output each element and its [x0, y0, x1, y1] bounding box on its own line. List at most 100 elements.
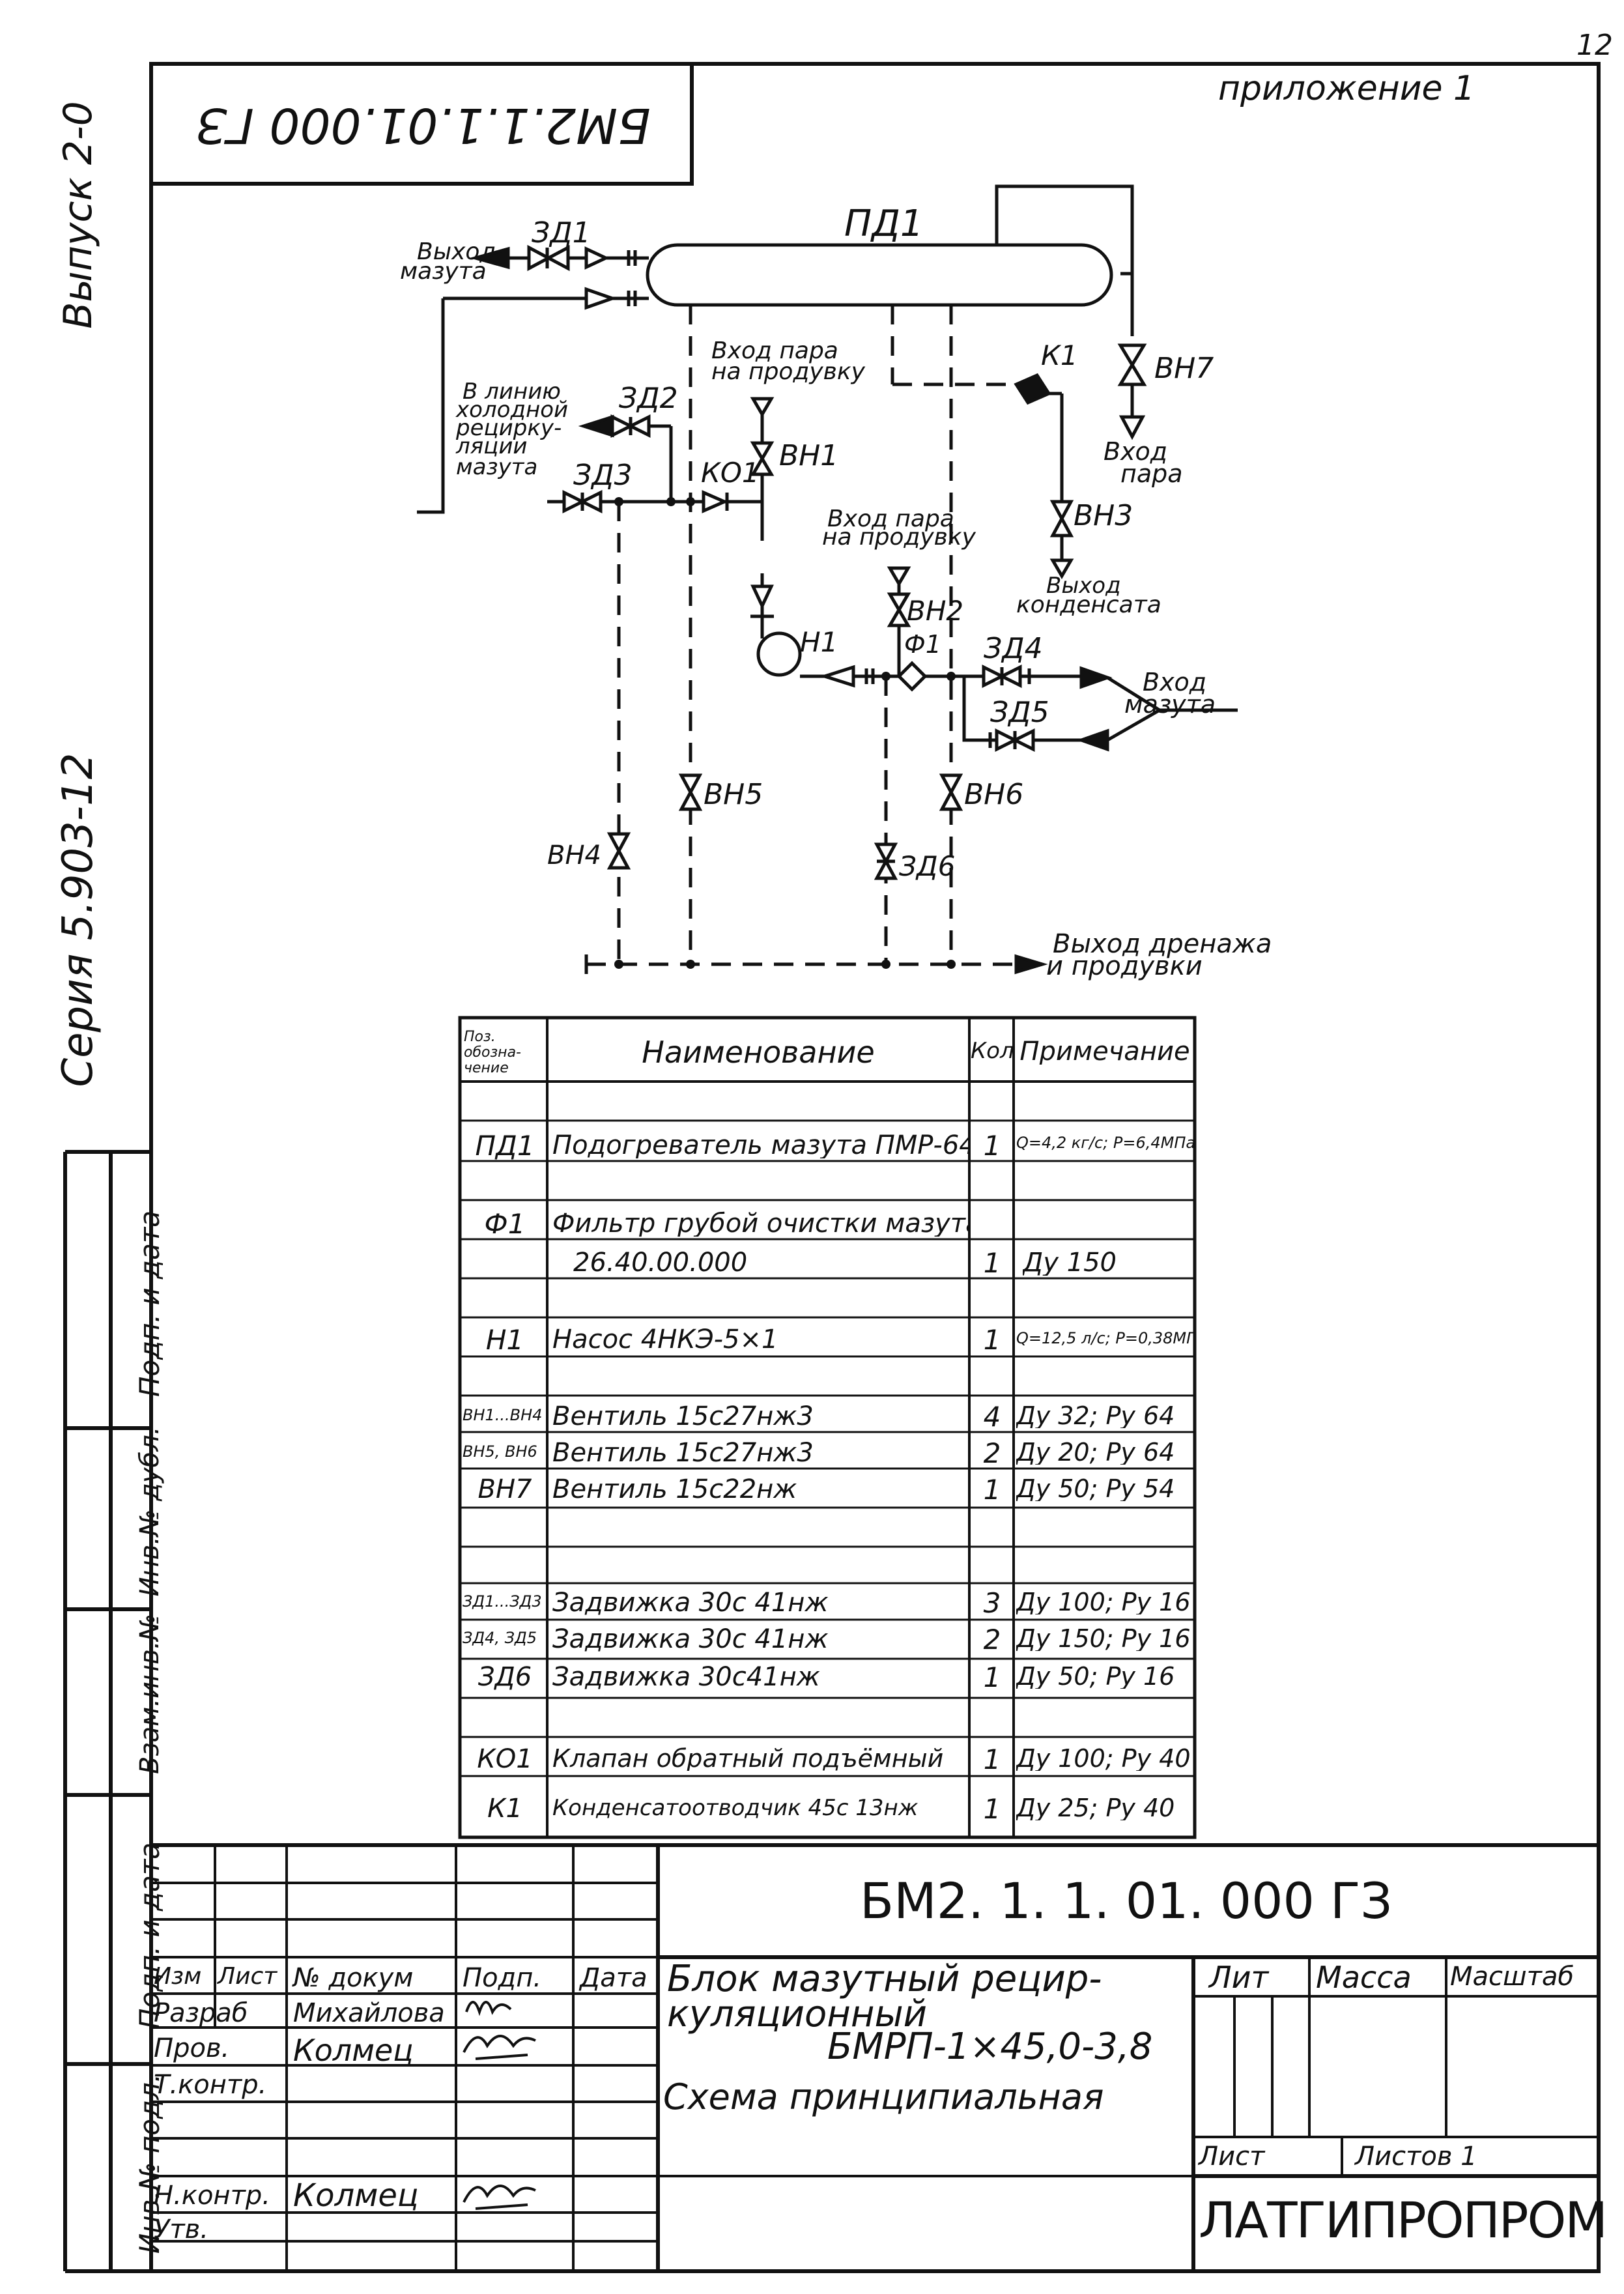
spec-row-vn14-qty: 4: [983, 1403, 1001, 1431]
tb-organization: ЛАТГИПРОПРОМ: [1199, 2191, 1608, 2249]
label-steam-purge-2b: на продувку: [822, 524, 976, 551]
label-mazut-in-2: мазута: [1124, 690, 1216, 719]
label-vn3: ВН3: [1074, 499, 1133, 532]
label-vn7: ВН7: [1154, 352, 1214, 385]
tb-head-podp: Подп.: [463, 1963, 542, 1993]
spec-row-k1-note: Ду 25; Ру 40: [1016, 1796, 1175, 1820]
spec-row-vn7-pos: ВН7: [477, 1476, 532, 1502]
label-zd4: ЗД4: [984, 632, 1043, 665]
label-mazut-in-1: Вход: [1143, 668, 1206, 696]
spec-row-zd13-qty: 3: [983, 1590, 1001, 1617]
label-cond-out-2: конденсата: [1016, 592, 1161, 618]
tb-massa: Масса: [1316, 1960, 1412, 1995]
spec-row-f1-pos: Ф1: [484, 1211, 526, 1238]
tb-name-line4: Схема принципиальная: [663, 2076, 1104, 2117]
tb-role-utv: Утв.: [154, 2215, 208, 2244]
spec-row-vn56-name: Вентиль 15с27нж3: [552, 1440, 814, 1466]
tb-head-list: Лист: [218, 1963, 278, 1990]
tb-name-line2: куляционный: [667, 1993, 928, 2035]
tb-head-doc: № докум: [293, 1963, 414, 1993]
spec-row-pd1-pos: ПД1: [475, 1132, 535, 1160]
label-drain-2: и продувки: [1046, 951, 1203, 981]
spec-row-vn14-note: Ду 32; Ру 64: [1016, 1403, 1175, 1428]
spec-row-n1-note: Q=12,5 л/с; Р=0,38МПа: [1016, 1330, 1193, 1346]
spec-row-vn56-pos: ВН5, ВН6: [463, 1444, 537, 1459]
tb-masshtab: Масштаб: [1450, 1962, 1574, 1992]
spec-row-f1b-name: 26.40.00.000: [573, 1250, 748, 1276]
spec-row-zd13-note: Ду 100; Ру 16: [1016, 1590, 1191, 1614]
tb-lit: Лит: [1209, 1960, 1269, 1995]
spec-row-zd13-name: Задвижка 30с 41нж: [552, 1590, 829, 1616]
spec-row-k1-qty: 1: [983, 1796, 1001, 1823]
spec-row-vn56-qty: 2: [983, 1440, 1001, 1467]
spec-row-pd1-qty: 1: [983, 1132, 1001, 1160]
spec-row-zd45-name: Задвижка 30с 41нж: [552, 1626, 829, 1652]
spec-row-zd6-name: Задвижка 30с41нж: [552, 1664, 820, 1690]
spec-header-pos: Поз. обозна- чение: [464, 1029, 521, 1077]
pump-symbol: [756, 631, 802, 677]
label-recirc-5: мазута: [456, 454, 537, 480]
label-steam-purge-1a: Вход пара: [711, 337, 838, 364]
spec-row-ko1-pos: КО1: [477, 1746, 533, 1772]
tb-role-prov: Пров.: [154, 2033, 230, 2063]
spec-row-ko1-qty: 1: [983, 1746, 1001, 1773]
label-steam-in-1: Вход: [1104, 437, 1167, 466]
tb-name-razrab: Михайлова: [293, 1998, 445, 2028]
spec-row-vn14-name: Вентиль 15с27нж3: [552, 1403, 814, 1429]
spec-row-ko1-note: Ду 100; Ру 40: [1016, 1746, 1191, 1771]
label-vn6: ВН6: [964, 778, 1023, 811]
tb-name-line1: Блок мазутный рецир-: [667, 1958, 1102, 2000]
tb-head-date: Дата: [580, 1963, 648, 1993]
label-steam-in-2: пара: [1120, 459, 1183, 488]
label-vn1: ВН1: [779, 439, 838, 472]
spec-row-zd13-pos: ЗД1...ЗД3: [463, 1594, 542, 1609]
label-steam-purge-1b: на продувку: [711, 358, 866, 385]
label-n1: Н1: [800, 626, 838, 658]
heater-vessel: [646, 243, 1113, 307]
outer-frame: [149, 62, 1601, 2273]
spec-row-zd45-qty: 2: [983, 1626, 1001, 1654]
spec-row-f1b-note: Ду 150: [1023, 1250, 1117, 1276]
label-vn2: ВН2: [907, 595, 963, 627]
label-cond-out-1: Выход: [1046, 573, 1121, 599]
spec-row-vn14-pos: ВН1...ВН4: [463, 1407, 543, 1423]
label-zd3: ЗД3: [573, 459, 633, 492]
spec-row-pd1-name: Подогреватель мазута ПМР-64-15: [552, 1132, 969, 1158]
title-block-code: БМ2. 1. 1. 01. 000 ГЗ: [860, 1872, 1393, 1930]
tb-head-izm: Изм: [154, 1963, 202, 1990]
label-out-mazut-2: мазута: [400, 258, 487, 285]
spec-row-zd6-qty: 1: [983, 1664, 1001, 1691]
spec-row-ko1-name: Клапан обратный подъёмный: [552, 1746, 944, 1771]
spec-row-zd6-pos: ЗД6: [477, 1664, 532, 1690]
spec-row-vn7-qty: 1: [983, 1476, 1001, 1504]
tb-sheets: Листов 1: [1355, 2142, 1477, 2172]
tb-role-tkontr: Т.контр.: [154, 2070, 267, 2100]
spec-row-k1-pos: К1: [487, 1796, 522, 1822]
spec-header-qty: Кол: [971, 1040, 1014, 1062]
page-number: 12: [1576, 29, 1613, 62]
spec-header-note: Примечание: [1019, 1039, 1190, 1065]
label-zd6: ЗД6: [899, 850, 955, 882]
label-drain-1: Выход дренажа: [1053, 929, 1272, 959]
label-vn5: ВН5: [704, 778, 763, 811]
tb-name-nkontr: Колмец: [293, 2177, 419, 2214]
label-recirc-2: холодной: [455, 397, 568, 423]
tb-sheet: Лист: [1199, 2142, 1265, 2172]
label-zd1: ЗД1: [532, 216, 591, 250]
label-ko1: КО1: [701, 457, 760, 489]
label-k1: К1: [1041, 339, 1078, 371]
label-steam-purge-2a: Вход пара: [827, 506, 954, 532]
spec-row-vn7-name: Вентиль 15с22нж: [552, 1476, 797, 1502]
spec-row-zd45-pos: ЗД4, ЗД5: [463, 1630, 537, 1646]
label-f1: Ф1: [904, 630, 941, 659]
spec-row-k1-name: Конденсатоотводчик 45с 13нж: [552, 1797, 919, 1819]
tb-role-razrab: Разраб: [154, 1998, 248, 2028]
label-out-mazut-1: Выход: [417, 238, 496, 265]
spec-header-name: Наименование: [642, 1037, 875, 1067]
label-zd5: ЗД5: [990, 696, 1049, 729]
spec-row-zd45-note: Ду 150; Ру 16: [1016, 1626, 1191, 1651]
spec-row-zd6-note: Ду 50; Ру 16: [1016, 1664, 1175, 1689]
spec-row-n1-name: Насос 4НКЭ-5×1: [552, 1326, 778, 1353]
label-recirc-3: рецирку-: [455, 415, 562, 441]
